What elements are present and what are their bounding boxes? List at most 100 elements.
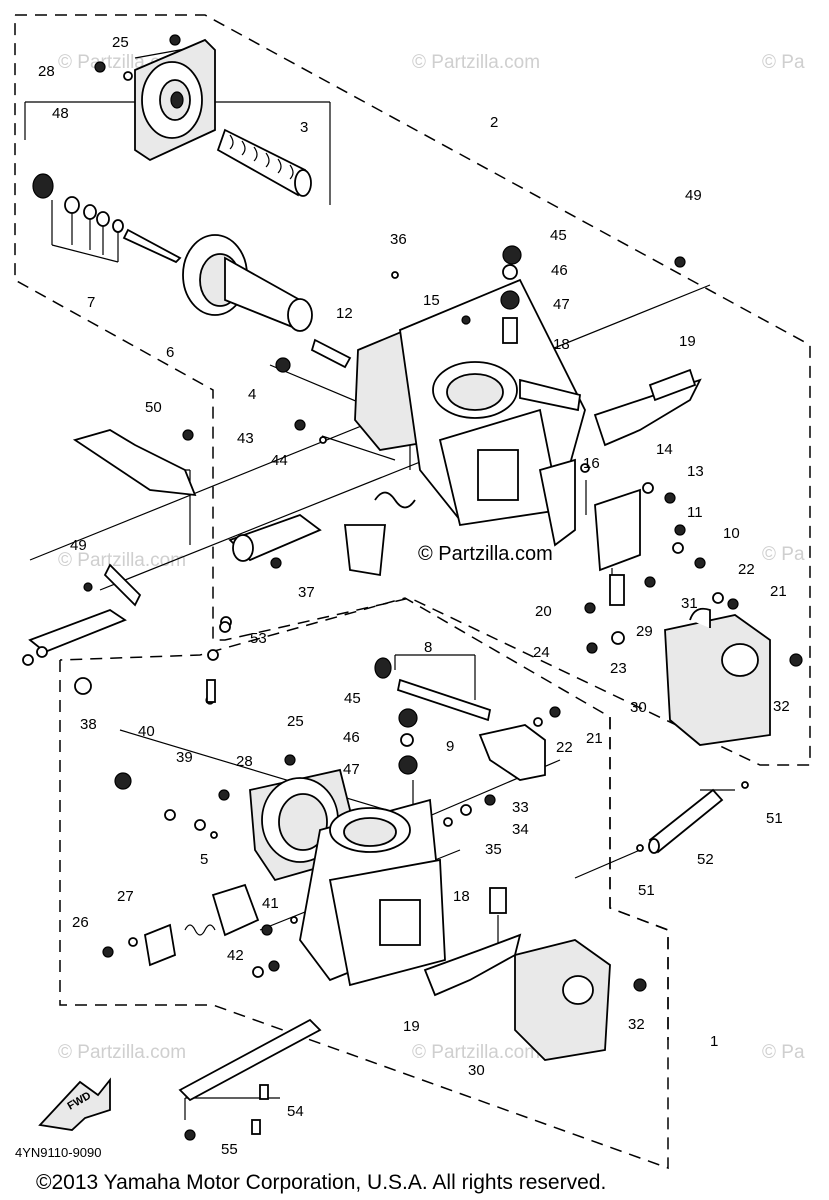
callout-label: 45 xyxy=(344,690,361,707)
callout-label: 32 xyxy=(628,1016,645,1033)
vent-hose-52 xyxy=(648,788,724,854)
callout-label: 44 xyxy=(271,452,288,469)
callout-label: 12 xyxy=(336,305,353,322)
callout-label: 19 xyxy=(403,1018,420,1035)
callout-label: 55 xyxy=(221,1141,238,1158)
choke-lever-9 xyxy=(478,724,546,781)
callout-label: 10 xyxy=(723,525,740,542)
callout-label: 49 xyxy=(685,187,702,204)
callout-label: 41 xyxy=(262,895,279,912)
pilot-screw-8 xyxy=(374,654,492,722)
watermark: © Partzilla.com xyxy=(412,1042,540,1063)
float-bowl-upper-30 xyxy=(664,607,771,746)
callout-label: 22 xyxy=(738,561,755,578)
callout-label: 35 xyxy=(485,841,502,858)
callout-label: 47 xyxy=(343,761,360,778)
diaphragm-cover xyxy=(134,38,216,162)
choke-shaft-49 xyxy=(22,563,142,666)
callout-label: 36 xyxy=(390,231,407,248)
callout-label: 50 xyxy=(145,399,162,416)
callout-label: 20 xyxy=(535,603,552,620)
watermark: © Pa xyxy=(762,1042,805,1063)
callout-label: 15 xyxy=(423,292,440,309)
piston-valve-6 xyxy=(182,234,313,332)
callout-label: 1 xyxy=(710,1033,718,1050)
copyright-notice: ©2013 Yamaha Motor Corporation, U.S.A. A… xyxy=(36,1171,606,1194)
callout-label: 46 xyxy=(343,729,360,746)
callout-label: 49 xyxy=(70,537,87,554)
callout-label: 45 xyxy=(550,227,567,244)
callout-label: 24 xyxy=(533,644,550,661)
callout-label: 31 xyxy=(681,595,698,612)
throttle-shaft-upper xyxy=(228,491,416,577)
plate-54 xyxy=(178,1018,322,1102)
callout-label: 18 xyxy=(553,336,570,353)
upper-carburetor-body xyxy=(354,278,586,527)
callout-label: 40 xyxy=(138,723,155,740)
callout-label: 47 xyxy=(553,296,570,313)
assembly-boundaries xyxy=(14,14,811,1170)
callout-label: 34 xyxy=(512,821,529,838)
callout-label: 28 xyxy=(38,63,55,80)
callout-label: 11 xyxy=(687,504,703,521)
callout-label: 16 xyxy=(583,455,600,472)
callout-label: 27 xyxy=(117,888,134,905)
callout-label: 33 xyxy=(512,799,529,816)
callout-label: 48 xyxy=(52,105,69,122)
accel-pump-5 xyxy=(143,883,260,967)
throttle-lever-16 xyxy=(538,458,641,606)
fasteners xyxy=(74,34,803,1141)
callout-label: 26 xyxy=(72,914,89,931)
upper-carb-boundary xyxy=(14,14,811,766)
callout-label: 52 xyxy=(697,851,714,868)
callout-label: 13 xyxy=(687,463,704,480)
watermark: © Partzilla.com xyxy=(412,52,540,73)
callout-label: 30 xyxy=(468,1062,485,1079)
fwd-arrow: FWD xyxy=(38,1077,111,1131)
callout-label: 30 xyxy=(630,699,647,716)
callout-label: 19 xyxy=(679,333,696,350)
callout-label: 18 xyxy=(453,888,470,905)
callout-label: 6 xyxy=(166,344,174,361)
center-watermark: © Partzilla.com xyxy=(418,543,553,565)
callout-label: 22 xyxy=(556,739,573,756)
callout-label: 8 xyxy=(424,639,432,656)
callout-label: 38 xyxy=(80,716,97,733)
callout-label: 21 xyxy=(770,583,787,600)
callout-label: 29 xyxy=(636,623,653,640)
callout-label: 42 xyxy=(227,947,244,964)
callout-label: 25 xyxy=(287,713,304,730)
callout-label: 43 xyxy=(237,430,254,447)
callout-label: 4 xyxy=(248,386,256,403)
callout-label: 51 xyxy=(766,810,783,827)
callout-label: 54 xyxy=(287,1103,304,1120)
watermark: © Pa xyxy=(762,544,805,565)
callout-label: 2 xyxy=(490,114,498,131)
callout-label: 51 xyxy=(638,882,655,899)
callout-label: 7 xyxy=(87,294,95,311)
callout-labels: 25 28 48 3 2 49 36 45 46 47 15 18 12 7 6… xyxy=(38,34,790,1158)
part-number: 4YN9110-9090 xyxy=(15,1145,102,1160)
float-bowl-lower-30 xyxy=(514,939,611,1061)
needle-jet-parts-7 xyxy=(32,173,182,264)
callout-label: 53 xyxy=(250,630,267,647)
callout-label: 25 xyxy=(112,34,129,51)
callout-label: 5 xyxy=(200,851,208,868)
lower-carburetor-body xyxy=(249,768,446,987)
rear-carb-boundary xyxy=(609,717,669,1040)
watermark-layer: © Partzilla.com © Partzilla.com © Pa © P… xyxy=(58,52,805,1063)
callout-label: 3 xyxy=(300,119,308,136)
choke-bracket-50 xyxy=(72,429,197,497)
callout-label: 37 xyxy=(298,584,315,601)
spring-3 xyxy=(216,128,312,197)
watermark: © Pa xyxy=(762,52,805,73)
callout-label: 39 xyxy=(176,749,193,766)
callout-label: 21 xyxy=(586,730,603,747)
callout-label: 46 xyxy=(551,262,568,279)
callout-label: 28 xyxy=(236,753,253,770)
lever-19-lower xyxy=(423,933,522,997)
callout-label: 23 xyxy=(610,660,627,677)
callout-label: 32 xyxy=(773,698,790,715)
lever-19-upper xyxy=(593,368,702,447)
